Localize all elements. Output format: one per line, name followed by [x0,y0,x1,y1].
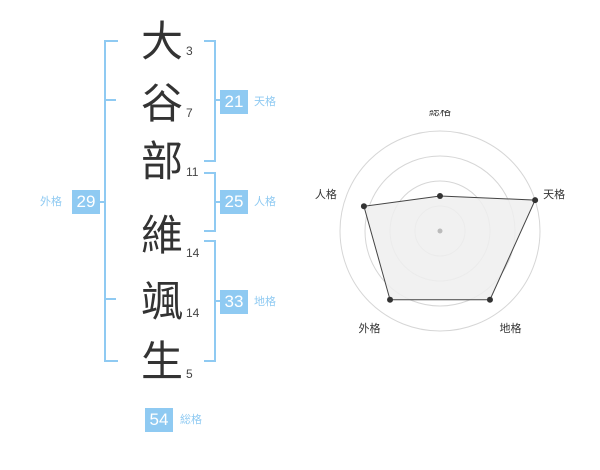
radar-point-4 [360,203,367,210]
radar-axis-label: 外格 [358,321,380,335]
radar-axis-label: 人格 [315,187,337,201]
stroke-count: 3 [186,44,193,58]
chikaku-connector [214,300,222,302]
radar-point-0 [437,193,443,199]
name-char: 谷 [140,79,183,128]
name-char: 颯 [140,277,183,326]
chikaku-label: 地格 [254,295,276,308]
name-char: 維 [140,211,183,260]
jinkaku-value: 25 [220,190,248,214]
name-char: 大 [140,17,183,66]
tenkaku-connector [214,99,222,101]
stroke-count: 14 [186,306,200,320]
name-char: 生 [140,337,183,386]
jinkaku-label: 人格 [254,195,276,208]
tenkaku-bracket [204,40,216,162]
gaikaku-connector [96,201,104,203]
gaikaku-label: 外格 [40,195,62,208]
gaikaku-value: 29 [72,190,100,214]
radar-grid-ring [339,130,541,332]
radar-point-3 [387,296,394,303]
gaikaku-bracket-tick [104,99,116,101]
radar-point-2 [486,296,493,303]
gaikaku-bracket [104,40,118,362]
soukaku-label: 総格 [180,413,202,426]
radar-axis-label: 総格 [429,110,451,118]
jinkaku-connector [214,201,222,203]
radar-center-point [437,228,443,234]
gaikaku-bracket-tick [104,298,116,300]
chikaku-value: 33 [220,290,248,314]
radar-area [363,195,536,301]
tenkaku-value: 21 [220,90,248,114]
stroke-count: 14 [186,246,200,260]
stroke-count: 7 [186,106,193,120]
stroke-count: 5 [186,367,193,381]
name-char: 部 [140,137,183,186]
radar-axis-label: 天格 [543,187,565,201]
tenkaku-label: 天格 [254,95,276,108]
radar-axis-label: 地格 [500,321,522,335]
radar-point-1 [532,197,539,204]
soukaku-value: 54 [145,408,173,432]
stroke-count: 11 [186,165,199,179]
